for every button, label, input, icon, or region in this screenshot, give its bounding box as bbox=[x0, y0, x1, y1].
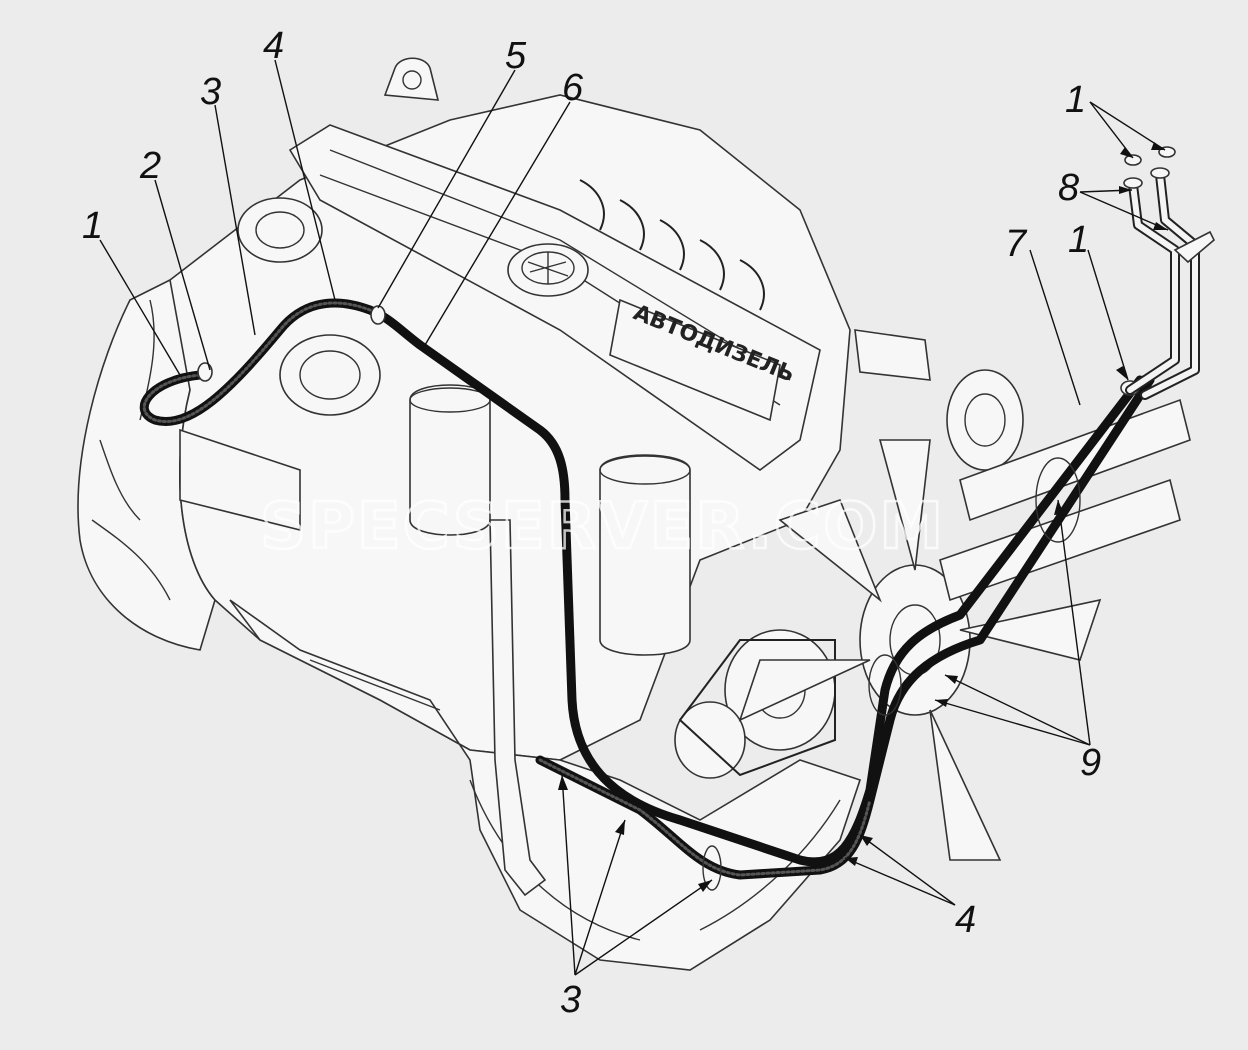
coolant-pipe bbox=[489, 519, 547, 897]
leader-2 bbox=[154, 179, 211, 371]
lifting-eye-hole bbox=[402, 70, 422, 90]
leader-4a bbox=[274, 59, 336, 301]
hose-tie-3 bbox=[702, 845, 722, 891]
arrowhead-9c bbox=[935, 699, 948, 707]
arrowhead-8b bbox=[1153, 222, 1168, 230]
arrowhead-1c bbox=[1116, 366, 1128, 380]
callout-5: 5 bbox=[505, 35, 527, 77]
leader-8b bbox=[1079, 191, 1169, 231]
drive-belt bbox=[678, 639, 836, 777]
turbocharger-inlet bbox=[255, 211, 305, 249]
arrowhead-3b-a bbox=[558, 775, 568, 790]
callout-3-top: 3 bbox=[200, 71, 221, 113]
leader-lines bbox=[99, 59, 1169, 976]
leader-3b-c bbox=[574, 879, 713, 976]
callout-3-bottom: 3 bbox=[560, 979, 581, 1021]
hose-lower-corrugation bbox=[538, 758, 872, 877]
brand-plate bbox=[609, 298, 781, 422]
oil-filler-cap-ribs bbox=[527, 252, 569, 284]
callout-8: 8 bbox=[1058, 167, 1079, 209]
arrowhead-9a bbox=[1054, 500, 1064, 515]
heater-pipes bbox=[1123, 146, 1215, 400]
idler-pulley bbox=[674, 701, 746, 779]
callout-2: 2 bbox=[139, 145, 161, 187]
alternator bbox=[946, 369, 1024, 471]
arrowhead-1b-a bbox=[1120, 147, 1133, 158]
pipe-cap-front bbox=[1124, 154, 1142, 166]
injector-lines bbox=[579, 179, 765, 311]
arrowhead-3b-b bbox=[615, 820, 625, 835]
callout-1-right: 1 bbox=[1068, 219, 1089, 261]
intake-elbow bbox=[279, 334, 381, 416]
arrowhead-1b-b bbox=[1151, 142, 1165, 150]
arrowhead-8a bbox=[1119, 186, 1132, 194]
callout-1-left: 1 bbox=[82, 205, 103, 247]
heater-hoses bbox=[139, 298, 1155, 891]
leader-9c bbox=[934, 699, 1091, 746]
hose-left-loop-corrugation bbox=[142, 301, 372, 423]
starter-motor bbox=[179, 428, 301, 532]
pipe-end-rear bbox=[1150, 167, 1170, 179]
leader-3b-b bbox=[574, 819, 626, 976]
pipe-end-front bbox=[1123, 177, 1143, 189]
leader-3b-a bbox=[561, 774, 576, 976]
leader-1a bbox=[99, 239, 181, 376]
hose-clamp-upper bbox=[370, 305, 386, 325]
arrowhead-3b-c bbox=[698, 880, 712, 892]
arrowhead-4b-b bbox=[845, 857, 858, 866]
hose-clamp-left bbox=[197, 362, 213, 382]
hose-tie-9a bbox=[1035, 457, 1081, 543]
leader-5 bbox=[377, 69, 516, 309]
arrowhead-4b-a bbox=[860, 835, 873, 846]
leader-6 bbox=[424, 101, 571, 346]
leader-7 bbox=[1029, 249, 1081, 406]
lifting-eye bbox=[383, 57, 440, 101]
leader-1b-b bbox=[1089, 101, 1166, 151]
pipe-bracket bbox=[1173, 230, 1215, 264]
leader-4b-b bbox=[844, 857, 956, 906]
leader-9a bbox=[1057, 499, 1091, 746]
arrowhead-9b bbox=[945, 675, 958, 684]
intake-elbow-inner bbox=[299, 350, 361, 400]
oil-filter-top bbox=[599, 455, 691, 485]
sensor-bracket bbox=[854, 329, 931, 381]
leader-4b-a bbox=[859, 834, 956, 906]
leader-1c bbox=[1087, 249, 1129, 381]
hose-tie-9b bbox=[868, 654, 902, 716]
callout-1-top-right: 1 bbox=[1065, 79, 1086, 121]
callout-9: 9 bbox=[1080, 742, 1101, 784]
callout-4-top: 4 bbox=[263, 25, 284, 67]
callout-7: 7 bbox=[1005, 223, 1028, 265]
callout-6: 6 bbox=[562, 67, 584, 109]
oil-pan bbox=[229, 599, 862, 971]
alternator-pulley bbox=[964, 393, 1006, 447]
turbocharger bbox=[237, 197, 323, 263]
fan-blades bbox=[738, 439, 1102, 861]
leader-9b bbox=[944, 674, 1091, 746]
callout-4-bottom: 4 bbox=[955, 899, 976, 941]
watermark-text: SPECSERVER.COM bbox=[260, 490, 945, 564]
callout-labels: 1 2 3 4 5 6 1 8 7 1 9 4 3 bbox=[82, 25, 1101, 1021]
engine-block: АВТОДИЗЕЛЬ bbox=[77, 57, 1102, 971]
oil-filter bbox=[599, 454, 691, 656]
leader-3a bbox=[214, 104, 256, 336]
